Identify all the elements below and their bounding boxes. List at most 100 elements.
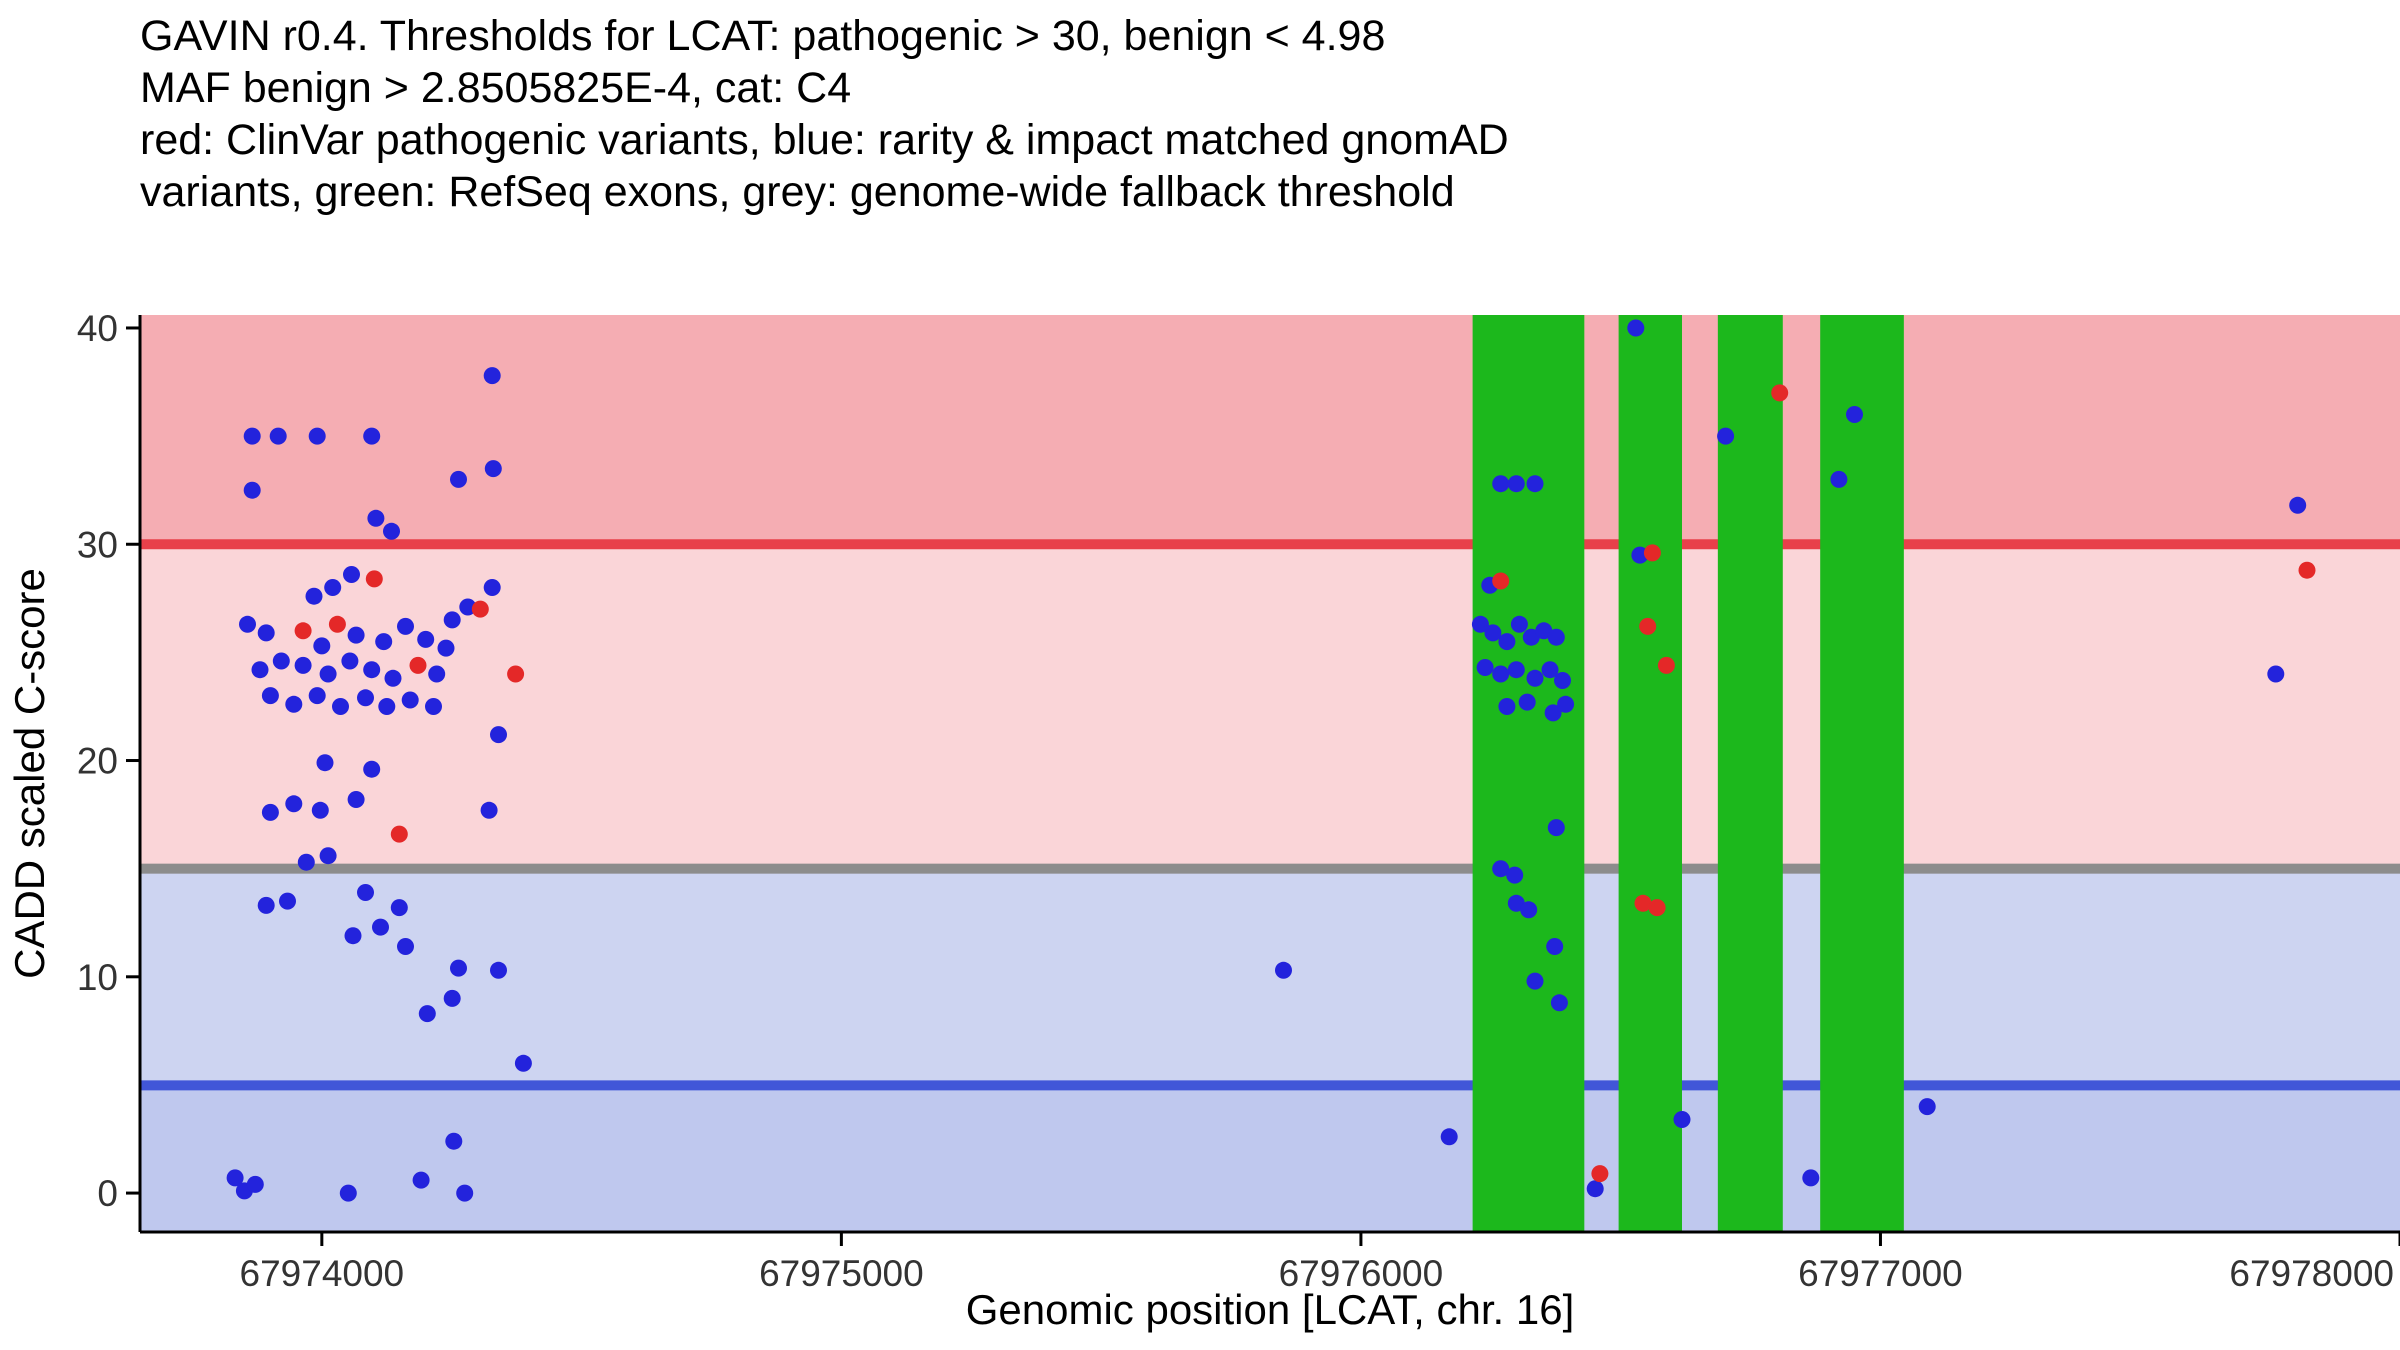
data-point (1522, 628, 1540, 646)
data-point (1492, 572, 1510, 590)
threshold-line (140, 539, 2400, 550)
chart-title: GAVIN r0.4. Thresholds for LCAT: pathoge… (140, 10, 1509, 218)
data-point (1643, 544, 1661, 562)
data-point (2298, 561, 2316, 579)
data-point (357, 689, 374, 707)
title-line-1: GAVIN r0.4. Thresholds for LCAT: pathoge… (140, 12, 1386, 60)
exon-bar (1717, 315, 1783, 1232)
data-point (1830, 470, 1848, 488)
data-point (471, 600, 489, 618)
data-point (319, 665, 337, 683)
data-point (490, 961, 507, 979)
data-point (243, 481, 261, 499)
y-tick-label: 40 (77, 308, 118, 349)
data-point (297, 853, 315, 871)
data-point (1275, 961, 1292, 979)
data-point (1627, 319, 1645, 337)
data-point (375, 633, 393, 651)
data-point (397, 938, 414, 955)
data-point (401, 691, 419, 709)
data-point (372, 918, 389, 936)
data-point (319, 847, 337, 865)
exon-bar (1472, 315, 1585, 1232)
data-point (1846, 406, 1863, 423)
data-point (1557, 695, 1575, 713)
data-point (2289, 496, 2307, 514)
data-point (341, 652, 359, 670)
data-point (1526, 972, 1544, 990)
data-point (1484, 624, 1502, 642)
title-line-3: red: ClinVar pathogenic variants, blue: … (140, 116, 1509, 164)
data-point (437, 639, 455, 657)
data-point (443, 611, 461, 629)
data-point (294, 656, 312, 674)
data-point (1440, 1128, 1458, 1146)
data-point (251, 661, 269, 679)
data-point (397, 617, 414, 635)
data-point (269, 427, 287, 445)
data-point (425, 698, 442, 715)
data-point (257, 624, 275, 642)
data-point (1657, 656, 1675, 674)
data-point (450, 959, 467, 977)
data-point (313, 637, 331, 655)
x-tick-label: 67977000 (1798, 1253, 1963, 1294)
data-point (347, 626, 365, 644)
data-point (1507, 661, 1525, 679)
data-point (1554, 672, 1571, 689)
y-tick-label: 20 (77, 741, 118, 782)
data-point (1476, 659, 1494, 676)
data-point (1520, 901, 1538, 919)
data-point (294, 622, 312, 640)
data-point (1492, 665, 1510, 683)
data-point (412, 1171, 430, 1189)
data-point (311, 801, 329, 819)
data-point (1507, 475, 1525, 493)
data-point (1471, 615, 1489, 633)
data-point (239, 615, 256, 633)
data-point (2267, 665, 2285, 683)
data-point (1498, 633, 1516, 651)
threshold-line (140, 1080, 2400, 1091)
data-point (367, 509, 385, 527)
x-tick-label: 67978000 (2229, 1253, 2394, 1294)
data-point (390, 899, 408, 917)
data-point (1510, 615, 1528, 633)
data-point (316, 754, 334, 772)
data-point (1918, 1098, 1936, 1116)
threshold-band (140, 315, 2400, 545)
data-point (1492, 475, 1510, 493)
data-point (1544, 704, 1562, 722)
threshold-band (140, 544, 2400, 869)
data-point (1586, 1180, 1604, 1198)
data-point (332, 698, 349, 715)
data-point (490, 726, 507, 744)
data-point (417, 630, 435, 648)
title-line-2: MAF benign > 2.8505825E-4, cat: C4 (140, 64, 852, 112)
data-point (378, 698, 396, 715)
data-point (383, 522, 400, 540)
data-point (1546, 938, 1564, 955)
data-point (1648, 899, 1666, 917)
data-point (347, 791, 365, 808)
y-tick-label: 10 (77, 957, 118, 998)
data-point (1526, 475, 1544, 493)
data-point (1506, 866, 1524, 884)
exon-bar (1618, 315, 1682, 1232)
exon-bar (1820, 315, 1904, 1232)
data-point (409, 656, 427, 674)
data-point (445, 1132, 463, 1150)
data-point (1498, 698, 1516, 715)
data-point (483, 579, 501, 596)
data-point (257, 896, 275, 914)
threshold-line (140, 863, 2400, 874)
data-point (1771, 384, 1789, 402)
y-tick-label: 0 (97, 1173, 118, 1214)
data-point (390, 825, 408, 843)
data-point (1639, 617, 1657, 635)
data-point (226, 1169, 244, 1187)
data-point (1634, 894, 1652, 912)
data-point (428, 665, 446, 683)
data-point (324, 579, 342, 596)
data-point (357, 884, 374, 901)
